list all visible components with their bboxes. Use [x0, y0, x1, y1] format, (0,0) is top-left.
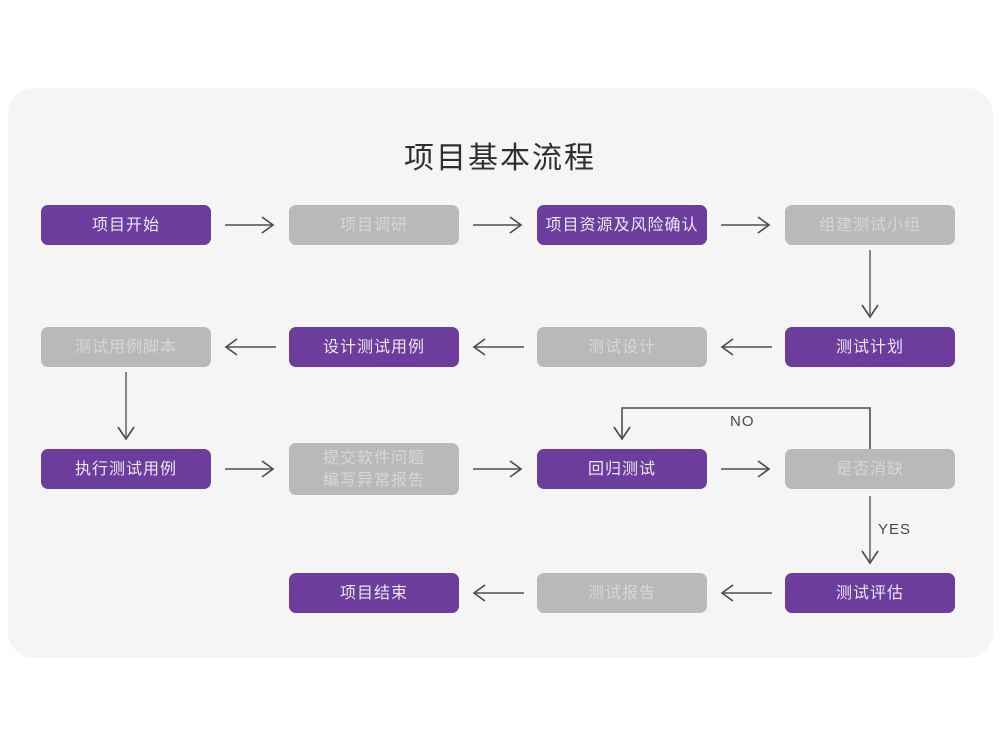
- node-test-plan[interactable]: 测试计划: [785, 327, 955, 367]
- edge-n1-n2: [225, 216, 275, 234]
- edge-n9-n10: [225, 460, 275, 478]
- edge-n5-n9: [117, 372, 135, 441]
- edge-n10-n11: [473, 460, 523, 478]
- edge-label-no: NO: [730, 413, 755, 430]
- edge-n4-n8: [861, 250, 879, 319]
- node-project-research[interactable]: 项目调研: [289, 205, 459, 245]
- node-project-end[interactable]: 项目结束: [289, 573, 459, 613]
- node-test-evaluation[interactable]: 测试评估: [785, 573, 955, 613]
- node-design-test-case[interactable]: 设计测试用例: [289, 327, 459, 367]
- node-regression-test[interactable]: 回归测试: [537, 449, 707, 489]
- node-defect-cleared[interactable]: 是否消缺: [785, 449, 955, 489]
- edge-n8-n7: [720, 338, 772, 356]
- node-submit-issue-report[interactable]: 提交软件问题 编写异常报告: [289, 443, 459, 495]
- node-test-case-script[interactable]: 测试用例脚本: [41, 327, 211, 367]
- node-test-design[interactable]: 测试设计: [537, 327, 707, 367]
- edge-n2-n3: [473, 216, 523, 234]
- diagram-panel: [8, 88, 993, 658]
- edge-n3-n4: [721, 216, 771, 234]
- edge-n11-n12: [721, 460, 771, 478]
- edge-n12-n11-no: [613, 407, 871, 449]
- node-form-test-team[interactable]: 组建测试小组: [785, 205, 955, 245]
- node-test-report[interactable]: 测试报告: [537, 573, 707, 613]
- node-execute-test-case[interactable]: 执行测试用例: [41, 449, 211, 489]
- node-resource-risk-confirm[interactable]: 项目资源及风险确认: [537, 205, 707, 245]
- edge-n15-n14: [720, 584, 772, 602]
- node-project-start[interactable]: 项目开始: [41, 205, 211, 245]
- edge-n7-n6: [472, 338, 524, 356]
- edge-n12-n15-yes: [861, 496, 879, 565]
- edge-n6-n5: [224, 338, 276, 356]
- edge-label-yes: YES: [878, 521, 912, 538]
- edge-n14-n13: [472, 584, 524, 602]
- page-title: 项目基本流程: [404, 141, 596, 176]
